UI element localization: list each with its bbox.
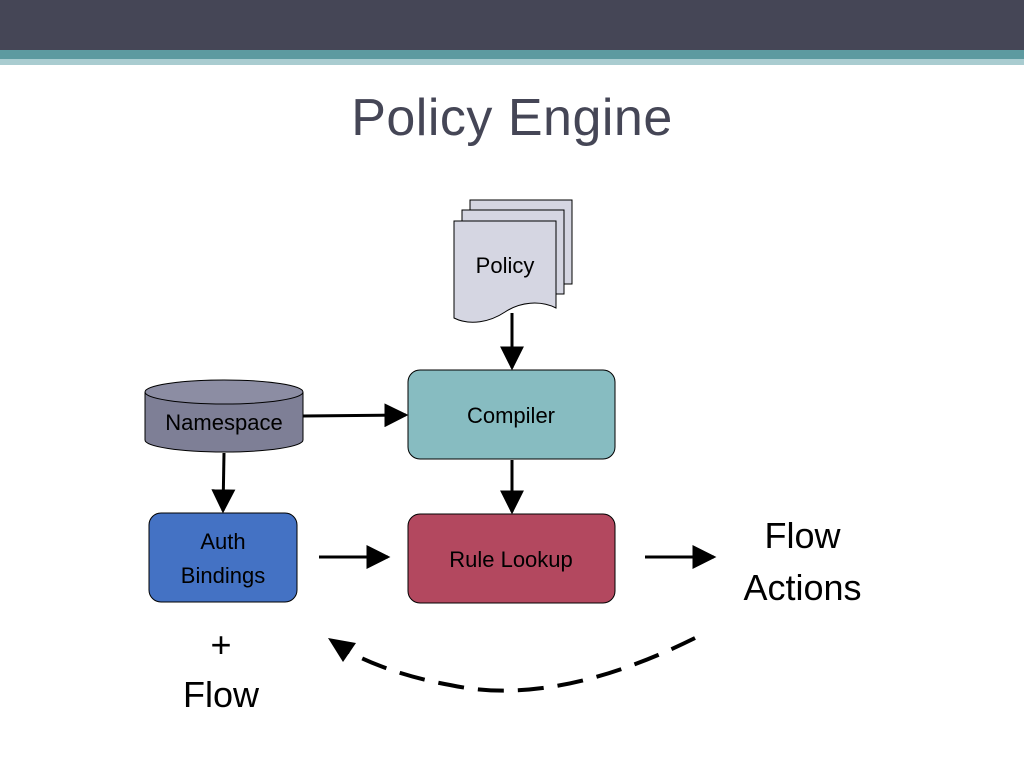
flow-actions-text: Flow Actions	[720, 510, 885, 614]
auth-bindings-label-line2: Bindings	[181, 563, 265, 588]
policy-label: Policy	[476, 253, 535, 278]
rule-lookup-node: Rule Lookup	[407, 513, 616, 604]
auth-bindings-node: Auth Bindings	[148, 512, 298, 603]
flow-actions-line1: Flow	[764, 515, 841, 556]
arrow-namespace-to-auth	[211, 452, 236, 514]
header-stripe-light	[0, 59, 1024, 65]
namespace-database-node: Namespace	[144, 379, 304, 453]
dashed-feedback-curve	[334, 636, 696, 693]
header-stripe	[0, 50, 1024, 59]
compiler-node: Compiler	[407, 369, 616, 460]
dashed-feedback-arrowhead	[328, 638, 356, 662]
plus-flow-line2: Flow	[182, 674, 259, 715]
plus-sign: +	[210, 624, 232, 665]
compiler-label: Compiler	[467, 403, 555, 428]
flow-actions-line2: Actions	[743, 567, 862, 608]
rule-lookup-label: Rule Lookup	[449, 547, 573, 572]
policy-document-node: Policy	[453, 199, 573, 323]
slide-title: Policy Engine	[351, 89, 673, 147]
header-bar	[0, 0, 1024, 50]
plus-flow-text: + Flow	[160, 620, 282, 720]
auth-bindings-label-line1: Auth	[200, 529, 245, 554]
arrow-namespace-to-compiler	[302, 403, 409, 428]
namespace-label: Namespace	[165, 410, 282, 435]
